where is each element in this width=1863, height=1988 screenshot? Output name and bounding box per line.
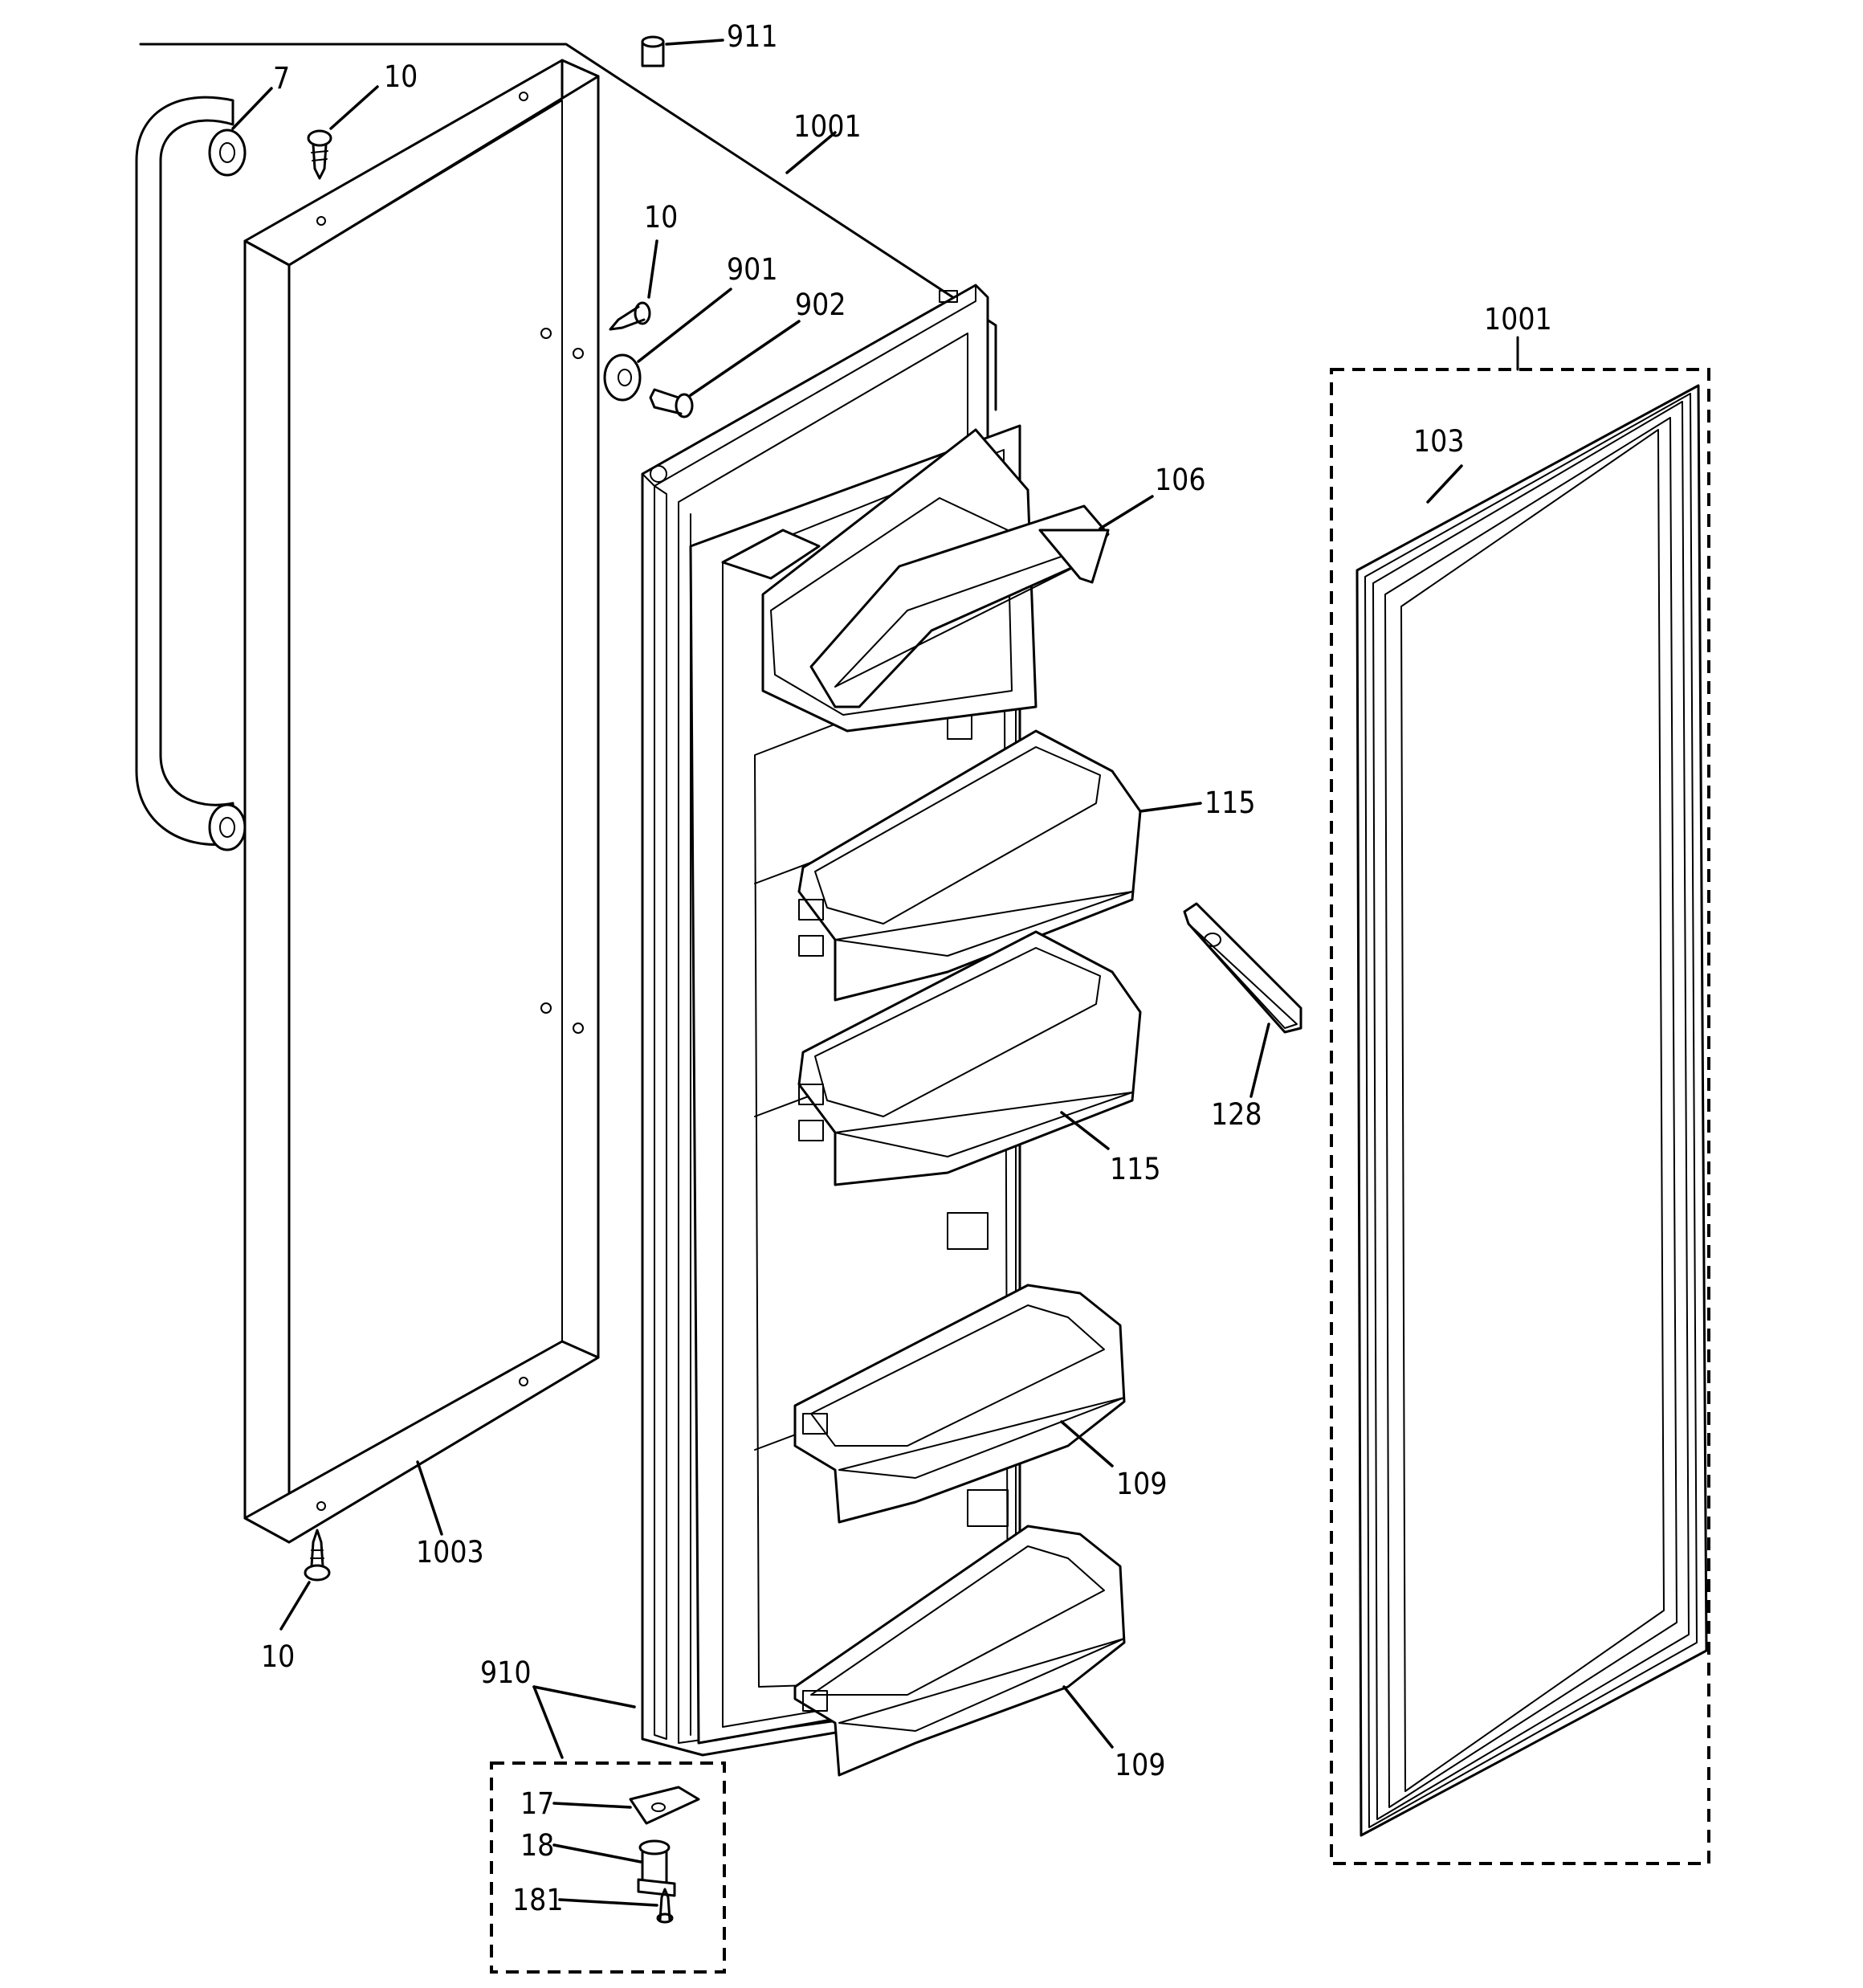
callout-901: 901 xyxy=(727,252,778,287)
door-bin-lower xyxy=(793,1525,1126,1777)
leader-lines xyxy=(231,39,1463,1907)
door-bin-upper xyxy=(793,1284,1126,1524)
screw-top xyxy=(307,129,332,180)
callout-128: 128 xyxy=(1211,1097,1262,1132)
callout-1003: 1003 xyxy=(416,1535,484,1570)
callout-910: 910 xyxy=(480,1655,532,1690)
hinge-bushing xyxy=(641,35,665,67)
callout-10-top: 10 xyxy=(384,59,418,94)
shelf-bin-lower xyxy=(797,930,1142,1186)
hinge-bracket xyxy=(637,1839,676,1897)
screw-bottom xyxy=(304,1529,331,1582)
hinge-pin xyxy=(649,388,694,418)
callout-18: 18 xyxy=(520,1828,554,1863)
door-handle xyxy=(135,96,247,851)
dairy-cover xyxy=(809,504,1110,708)
door-assembly-outline xyxy=(139,43,997,411)
callout-103: 103 xyxy=(1413,424,1465,459)
callout-10-bottom: 10 xyxy=(261,1639,295,1674)
callout-17: 17 xyxy=(520,1786,554,1821)
callout-7: 7 xyxy=(273,61,290,96)
callout-1001-top: 1001 xyxy=(793,109,862,144)
callout-10-mid: 10 xyxy=(644,200,678,235)
callout-115-lower: 115 xyxy=(1110,1152,1161,1186)
callout-115-upper: 115 xyxy=(1205,786,1256,820)
bottle-holder xyxy=(1183,902,1302,1034)
callout-902: 902 xyxy=(795,288,846,322)
gasket-assembly-box xyxy=(1330,368,1710,1865)
screw-mid xyxy=(609,301,651,331)
hinge-kit-box xyxy=(490,1761,726,1974)
callout-109-lower: 109 xyxy=(1115,1748,1166,1782)
callout-181: 181 xyxy=(512,1883,564,1917)
callout-106: 106 xyxy=(1155,463,1206,497)
door-outer-panel xyxy=(243,59,600,1544)
callout-911: 911 xyxy=(727,19,778,54)
washer xyxy=(603,353,642,402)
hinge-plate xyxy=(629,1786,700,1825)
hinge-screw xyxy=(656,1888,674,1924)
door-gasket xyxy=(1355,384,1708,1837)
callout-1001-right: 1001 xyxy=(1484,302,1552,337)
callout-109-upper: 109 xyxy=(1116,1467,1168,1501)
